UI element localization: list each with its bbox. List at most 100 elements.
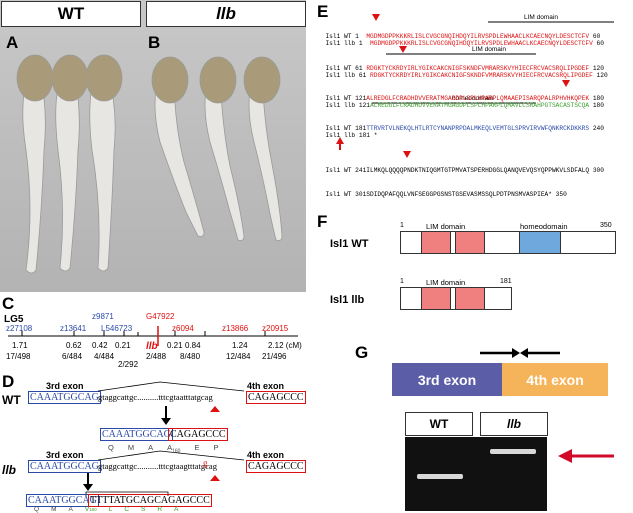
embryo-wt-group	[16, 54, 123, 274]
align-row-2: Isl1 llb 1 MGDMGDPPKKKRLISLCVGCGNQIHDQYI…	[325, 40, 604, 48]
d-llb-aa-1: Q	[34, 506, 40, 513]
f-llb-start: 1	[400, 278, 404, 285]
align-row-5: Isl1 WT 121ALREDGLFCRADHDVVERATMGAGDPLSP…	[325, 95, 604, 103]
panel-label-g: G	[355, 343, 369, 362]
dist-5: 0.21	[167, 341, 183, 350]
marker-l546723: L546723	[101, 324, 133, 333]
dist-1: 1.71	[12, 341, 28, 350]
dist-2: 0.62	[66, 341, 82, 350]
g-lane-wt: WT	[405, 412, 473, 436]
f-wt-end: 350	[600, 222, 612, 229]
d-llb-aa-7: S	[141, 506, 146, 513]
d-wt-intron: gtaggcattgc..........tttcgtaatttatgcag	[98, 392, 213, 402]
marker-z20915: z20915	[262, 324, 289, 333]
f-wt-start: 1	[400, 222, 404, 229]
gel-band-wt	[417, 474, 463, 479]
f-llb-lim2	[455, 288, 485, 309]
ratio-1: 17/498	[6, 352, 31, 361]
d-llb-label: llb	[2, 463, 16, 477]
dist-6: 0.84	[185, 341, 201, 350]
d-wt-triangle	[210, 406, 220, 412]
d-lines	[83, 381, 245, 496]
f-lim-label-wt: LIM domain	[426, 222, 466, 231]
align-annotations	[336, 14, 614, 158]
d-llb-aa-8: R	[157, 506, 163, 513]
g-exon3: 3rd exon	[392, 363, 502, 396]
genetic-map	[8, 326, 298, 346]
d-llb-intron: gtaggcattgc..........tttcgtaagtttatgcag	[98, 461, 217, 471]
d-wt-label: WT	[2, 393, 21, 407]
d-llb-mut-base: g	[203, 458, 208, 468]
align-row-3: Isl1 WT 61 RDGKTYCKRDYIRLYGIKCAKCNIGFSKN…	[325, 65, 604, 73]
d-llb-ex4: CAGAGCCC	[246, 460, 306, 473]
marker-g47922: G47922	[146, 312, 175, 321]
d-exon4-label-llb: 4th exon	[247, 450, 285, 460]
f-wt-bar	[400, 231, 616, 254]
align-row-8: Isl1 llb 181 *	[325, 132, 378, 140]
ratio-5: 8/480	[180, 352, 201, 361]
dist-3: 0.42	[92, 341, 108, 350]
d-llb-splice-ex4: TTTTATGCAGCAGAGCCC	[88, 494, 212, 507]
marker-z13866: z13866	[222, 324, 249, 333]
gel-image	[405, 437, 547, 511]
d-llb-aa-5: L	[108, 506, 113, 513]
align-row-7: Isl1 WT 181TTRVRTVLNEKQLHTLRTCYNANPRPDAL…	[325, 125, 604, 133]
marker-z6094: z6094	[172, 324, 194, 333]
g-exon4: 4th exon	[502, 363, 608, 396]
align-row-10: Isl1 WT 301SDIDQPAFQQLVNFSEGGPGSNSTGSEVA…	[325, 191, 567, 199]
header-llb: llb	[146, 1, 306, 27]
d-wt-aa-2: M	[127, 443, 135, 452]
lg-label: LG5	[4, 314, 24, 325]
marker-z13641: z13641	[60, 324, 87, 333]
ratio-4: 2/488	[146, 352, 167, 361]
gel-band-llb	[490, 449, 536, 454]
d-wt-aa-6: P	[213, 443, 219, 452]
ratio-3: 4/484	[94, 352, 115, 361]
d-wt-ex4: CAGAGCCC	[246, 391, 306, 404]
d-wt-aa-3: A	[148, 443, 154, 452]
f-wt-lim1	[421, 232, 451, 253]
panel-label-d: D	[2, 372, 15, 391]
homeodomain-label: homeodomain	[452, 95, 494, 102]
g-primer-arrows	[480, 348, 560, 358]
f-lim-label-llb: LIM domain	[426, 278, 466, 287]
d-wt-ex3: CAAATGGCAG	[28, 391, 101, 404]
gene-llb: llb	[146, 341, 158, 352]
f-wt-homeo	[519, 232, 561, 253]
dist-8: 2.12 (cM)	[268, 341, 302, 350]
ratio-7: 21/496	[262, 352, 287, 361]
g-red-arrow	[558, 449, 614, 463]
panel-label-c: C	[2, 294, 15, 313]
ratio-6: 12/484	[226, 352, 251, 361]
d-wt-splice-ex4: CAGAGCCC	[168, 428, 228, 441]
align-row-6: Isl1 llb 121ALREDGLFCRADHDVVERATMGAGDPLS…	[325, 102, 604, 110]
embryo-llb-group	[151, 56, 283, 241]
panel-label-f: F	[317, 212, 328, 231]
panel-label-e: E	[317, 2, 329, 21]
d-wt-aa-5: E	[194, 443, 200, 452]
marker-z27108: z27108	[6, 324, 33, 333]
align-row-9: Isl1 WT 241ILMKQLQQQQPNDKTNIQGMTGTPMVATS…	[325, 167, 604, 175]
d-llb-splice-ex3: CAAATGGCAG	[26, 494, 99, 507]
d-llb-aa-4: V160	[84, 506, 97, 513]
lim-label-1: LIM domain	[524, 14, 558, 21]
align-row-1: Isl1 WT 1 MGDMGDPPKKKRLISLCVGCGNQIHDQYIL…	[325, 33, 601, 41]
header-wt: WT	[1, 1, 141, 27]
d-wt-aa-1: Q	[108, 443, 114, 452]
panel-label-a: A	[6, 33, 19, 52]
d-llb-aa-row: Q M A V160 L C S R A	[34, 506, 178, 513]
d-llb-aa-2: M	[51, 506, 57, 513]
f-llb-label: Isl1 llb	[330, 294, 365, 306]
f-llb-end: 181	[500, 278, 512, 285]
ratio-2: 6/484	[62, 352, 83, 361]
d-llb-aa-6: C	[124, 506, 130, 513]
d-wt-splice-ex3: CAAATGGCAG	[100, 428, 173, 441]
align-row-4: Isl1 llb 61 RDGKTYCKRDYIRLYGIKCAKCNIGFSK…	[325, 72, 608, 80]
f-llb-lim1	[421, 288, 451, 309]
f-homeo-label: homeodomain	[520, 222, 568, 231]
dist-4: 0.21	[115, 341, 131, 350]
d-wt-aa-4: A160	[167, 443, 181, 455]
d-exon3-label-wt: 3rd exon	[46, 381, 84, 391]
f-wt-lim2	[455, 232, 485, 253]
panel-label-b: B	[148, 33, 161, 52]
